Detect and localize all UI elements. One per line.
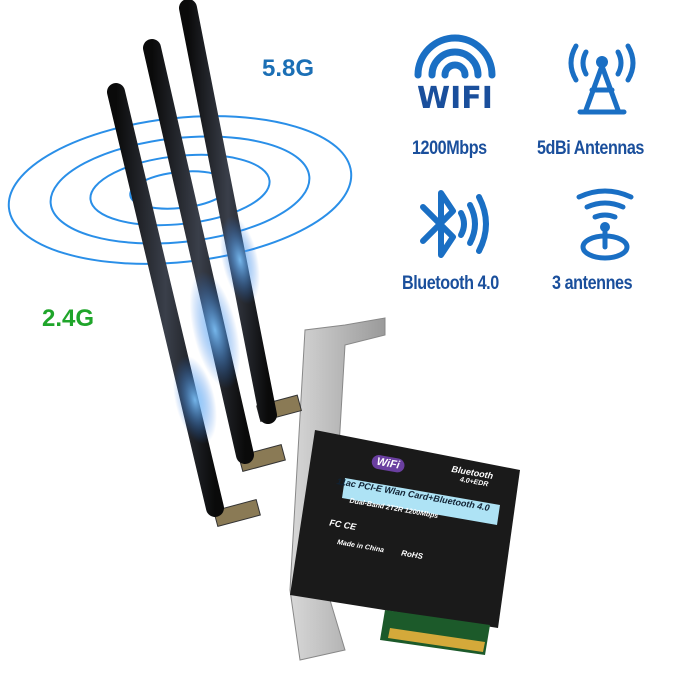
label-strip bbox=[342, 478, 500, 525]
antenna-signal-icon bbox=[576, 188, 634, 261]
wifi-logo: WiFi bbox=[370, 453, 406, 474]
feature-label-antenna-count: 3 antennes bbox=[552, 273, 633, 294]
bluetooth-icon bbox=[420, 190, 489, 258]
feature-label-speed: 1200Mbps bbox=[412, 138, 487, 159]
feature-label-antennas: 5dBi Antennas bbox=[537, 138, 644, 159]
band-label-5.8g: 5.8G bbox=[262, 55, 315, 82]
rohs-mark: RoHS bbox=[400, 548, 424, 562]
band-label-2.4g: 2.4G bbox=[42, 305, 95, 332]
cert-marks: FC CE bbox=[328, 517, 357, 533]
svg-text:WIFI: WIFI bbox=[417, 81, 493, 110]
wifi-icon: WIFI bbox=[414, 34, 496, 110]
antennas bbox=[107, 0, 277, 517]
antenna-tower-icon bbox=[568, 43, 636, 115]
feature-label-bluetooth: Bluetooth 4.0 bbox=[402, 273, 499, 294]
origin-text: Made in China bbox=[336, 539, 385, 555]
